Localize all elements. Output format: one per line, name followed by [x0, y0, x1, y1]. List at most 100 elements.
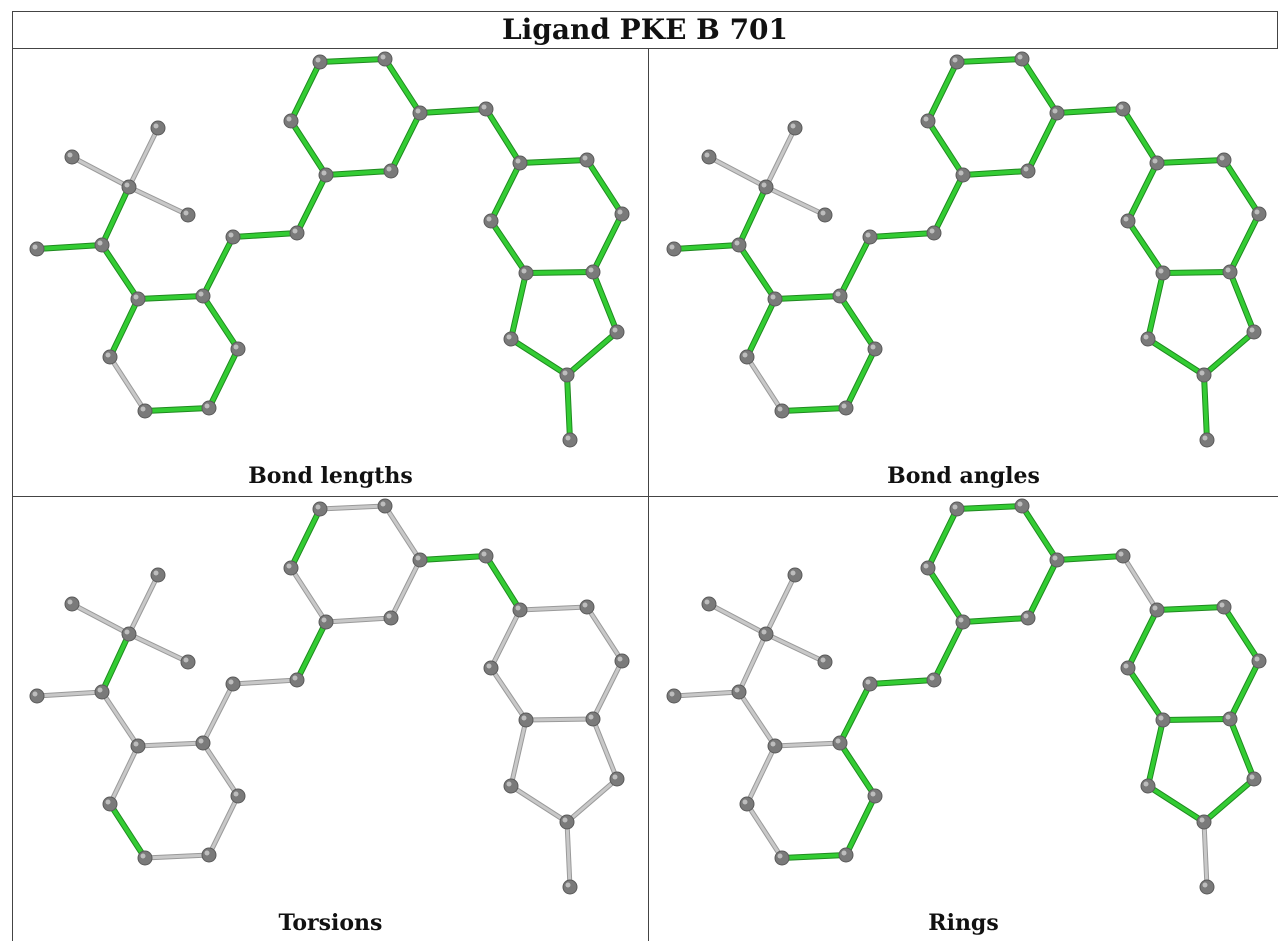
atom [318, 614, 334, 630]
atom [483, 213, 499, 229]
bond-highlighted [509, 271, 528, 341]
atom [920, 560, 936, 576]
atom-highlight [742, 799, 748, 805]
atom [318, 167, 334, 183]
atom [383, 610, 399, 626]
bond [591, 659, 624, 721]
bond-highlighted [1055, 107, 1125, 115]
bond-highlighted [844, 347, 877, 410]
atom [150, 120, 166, 136]
bond-highlighted [324, 169, 393, 177]
bond-highlighted [1146, 337, 1206, 377]
bond [136, 741, 205, 748]
atom [949, 54, 965, 70]
atom-highlight [734, 687, 740, 693]
atom-highlight [506, 781, 512, 787]
atom-highlight [562, 370, 568, 376]
molecule-diagram [666, 51, 1267, 448]
atom-highlight [1254, 209, 1260, 215]
atom-highlight [133, 741, 139, 747]
bond [318, 504, 387, 511]
atom-highlight [588, 267, 594, 273]
bond-highlighted [1121, 107, 1159, 165]
atom-highlight [198, 738, 204, 744]
bond-highlighted [1020, 57, 1059, 115]
bond-highlighted [1026, 558, 1059, 620]
bond-highlighted [389, 111, 422, 173]
atom-highlight [1017, 54, 1023, 60]
bond-highlighted [1228, 717, 1256, 781]
bond-highlighted [1146, 784, 1206, 824]
atom [289, 672, 305, 688]
bond-highlighted [484, 554, 522, 612]
atom-highlight [1219, 602, 1225, 608]
atom [1222, 264, 1238, 280]
bond-highlighted [844, 794, 877, 857]
atom [562, 432, 578, 448]
atom-highlight [97, 687, 103, 693]
atom [862, 229, 878, 245]
atom [29, 241, 45, 257]
atom-highlight [105, 799, 111, 805]
bond-highlighted [780, 406, 848, 413]
bond-highlighted [489, 161, 522, 223]
atom-highlight [233, 344, 239, 350]
atom-highlight [1118, 551, 1124, 557]
atom-highlight [777, 406, 783, 412]
bond-highlighted [35, 243, 104, 251]
bond [707, 155, 768, 189]
atom-highlight [1052, 108, 1058, 114]
atom-highlight [1249, 774, 1255, 780]
bond [745, 355, 784, 413]
atom-highlight [140, 406, 146, 412]
atom [1196, 814, 1212, 830]
atom-highlight [1123, 216, 1129, 222]
bond [1121, 554, 1159, 612]
bond-highlighted [201, 235, 235, 298]
bond-highlighted [484, 107, 522, 165]
grid-line-center [648, 49, 649, 941]
atom-highlight [1202, 435, 1208, 441]
bond [509, 784, 569, 824]
atom [289, 225, 305, 241]
atom [1222, 711, 1238, 727]
bond-highlighted [1228, 212, 1261, 274]
atom [64, 149, 80, 165]
atom-highlight [841, 850, 847, 856]
bond-highlighted [1202, 373, 1209, 442]
atom [283, 560, 299, 576]
atom [1155, 265, 1171, 281]
atom-highlight [124, 182, 130, 188]
atom [1246, 324, 1262, 340]
bond [489, 666, 528, 722]
atom-highlight [1023, 166, 1029, 172]
atom-highlight [1158, 715, 1164, 721]
bond [591, 717, 619, 781]
atom [412, 105, 428, 121]
atom-highlight [612, 327, 618, 333]
atom [512, 155, 528, 171]
bond-highlighted [955, 57, 1024, 64]
bond [70, 602, 131, 636]
atom [377, 51, 393, 67]
atom-highlight [761, 629, 767, 635]
atom [201, 847, 217, 863]
molecule-diagram [666, 498, 1267, 895]
atom [1155, 712, 1171, 728]
bond [231, 678, 299, 686]
panel-caption: Rings [928, 910, 999, 936]
bond-highlighted [1146, 718, 1165, 788]
atom-highlight [481, 551, 487, 557]
atom-highlight [870, 344, 876, 350]
atom-highlight [515, 158, 521, 164]
atom-highlight [380, 54, 386, 60]
atom [29, 688, 45, 704]
atom [225, 676, 241, 692]
atom-highlight [133, 294, 139, 300]
bond [745, 744, 777, 806]
panel-bond-angles: Bond angles [649, 49, 1278, 496]
bond-highlighted [231, 231, 299, 239]
bond [518, 605, 589, 612]
bond [383, 504, 422, 562]
atom [614, 206, 630, 222]
